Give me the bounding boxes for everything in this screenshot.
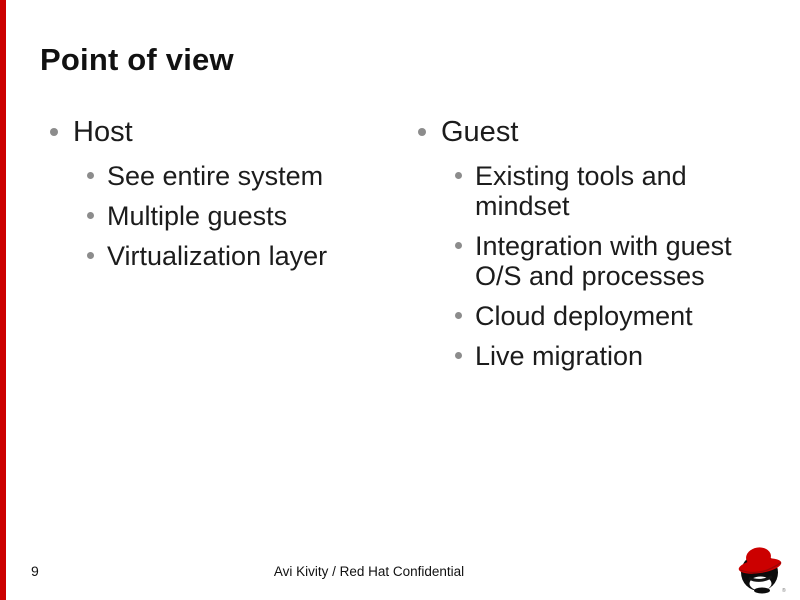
list-item: Live migration [408, 341, 764, 371]
bullet-icon [87, 252, 94, 259]
guest-column: Guest Existing tools and mindset Integra… [408, 115, 764, 381]
list-item-heading: Guest [408, 115, 764, 149]
bullet-icon [418, 128, 426, 136]
fedora-brim [738, 558, 782, 574]
bullet-icon [50, 128, 58, 136]
footer-confidential-text: Avi Kivity / Red Hat Confidential [273, 564, 465, 579]
list-item: Cloud deployment [408, 301, 764, 331]
list-item: Integration with guest O/S and processes [408, 231, 764, 291]
slide-title: Point of view [40, 42, 234, 77]
list-item-label: Existing tools and mindset [475, 161, 687, 221]
column-heading: Guest [441, 116, 519, 148]
list-item: Existing tools and mindset [408, 161, 764, 221]
fedora-brim-shadow [740, 562, 782, 574]
list-item-label: Multiple guests [107, 201, 288, 231]
shadowman-glasses [748, 575, 773, 582]
redhat-shadowman-logo: ® [738, 547, 786, 594]
shadowman-chin [754, 587, 770, 594]
list-item-label: Live migration [475, 341, 644, 371]
bullet-icon [455, 352, 462, 359]
list-item-label: Integration with guest O/S and processes [475, 231, 732, 291]
list-item-label: Cloud deployment [475, 301, 693, 331]
list-item-label: See entire system [107, 161, 324, 191]
page-number: 9 [31, 563, 39, 579]
bullet-icon [87, 212, 94, 219]
list-item-label: Virtualization layer [107, 241, 328, 271]
bullet-icon [455, 242, 462, 249]
red-accent-bar [0, 0, 6, 600]
list-item: Virtualization layer [40, 241, 392, 271]
registered-mark: ® [782, 587, 786, 594]
list-item-heading: Host [40, 115, 392, 149]
list-item: Multiple guests [40, 201, 392, 231]
column-heading: Host [73, 116, 133, 148]
bullet-icon [455, 172, 462, 179]
bullet-icon [87, 172, 94, 179]
bullet-icon [455, 312, 462, 319]
list-item: See entire system [40, 161, 392, 191]
host-column: Host See entire system Multiple guests V… [40, 115, 392, 281]
